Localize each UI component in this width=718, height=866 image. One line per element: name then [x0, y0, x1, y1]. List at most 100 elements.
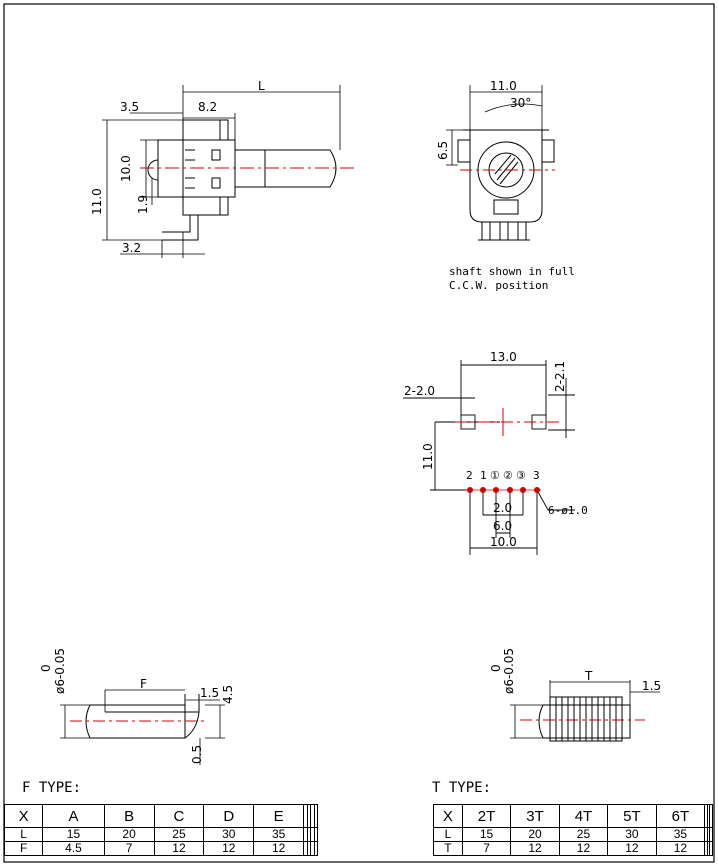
- pin-label: ③: [516, 469, 526, 482]
- table-cell: A: [42, 804, 105, 828]
- table-cell: 30: [607, 827, 657, 842]
- table-cell: [309, 841, 315, 856]
- dim-2-2-0: 2-2.0: [404, 384, 435, 398]
- table-cell: 12: [655, 841, 706, 856]
- table-row: X 2T 3T 4T 5T 6T: [433, 804, 713, 828]
- table-cell: [313, 804, 318, 828]
- table-cell: 2T: [461, 804, 512, 828]
- front-view: [457, 129, 555, 241]
- table-cell: B: [103, 804, 155, 828]
- f-type-shaft: [85, 694, 200, 739]
- table-cell: [709, 841, 713, 856]
- f-dim-4-5: 4.5: [221, 685, 235, 704]
- dim-3-2: 3.2: [122, 241, 141, 255]
- table-cell: 7: [461, 841, 512, 856]
- pin-label: ②: [503, 469, 513, 482]
- f-dimensions: [60, 689, 225, 765]
- table-cell: 25: [558, 827, 609, 842]
- dim-13-0: 13.0: [490, 350, 517, 364]
- table-cell: 12: [203, 841, 255, 856]
- t-dim-shaft: ø6-0.05: [502, 648, 516, 694]
- table-cell: 6T: [655, 804, 706, 828]
- table-row: L 15 20 25 30 35: [3, 827, 318, 842]
- side-dimensions: [102, 85, 341, 258]
- table-cell: F: [3, 841, 44, 856]
- dim-11-0-top: 11.0: [490, 79, 517, 93]
- t-dim-1-5: 1.5: [642, 679, 661, 693]
- table-cell: L: [3, 827, 44, 842]
- t-dimensions: [510, 680, 660, 739]
- dim-11-0-left: 11.0: [90, 188, 104, 215]
- dim-L: L: [258, 79, 265, 93]
- f-type-title: F TYPE:: [22, 780, 81, 796]
- dim-11-0-pcb: 11.0: [421, 443, 435, 470]
- note-line-1: shaft shown in full: [449, 265, 575, 278]
- table-cell: [313, 827, 318, 842]
- table-cell: L: [433, 827, 463, 842]
- side-view: [147, 119, 337, 241]
- table-row: F 4.5 7 12 12 12: [3, 841, 318, 856]
- table-cell: D: [203, 804, 255, 828]
- dim-8-2: 8.2: [198, 100, 217, 114]
- front-dimensions: [446, 85, 543, 166]
- table-cell: 3T: [510, 804, 560, 828]
- table-cell: 20: [103, 827, 155, 842]
- dim-10-0-pcb: 10.0: [490, 535, 517, 549]
- f-type-table: X A B C D E L 15 20 25 30 35 F 4.5 7 12 …: [3, 804, 318, 856]
- dim-6-0: 6.0: [493, 519, 512, 533]
- dim-angle: 30°: [510, 96, 531, 110]
- table-row: X A B C D E: [3, 804, 318, 828]
- pin-label: 1: [480, 469, 487, 482]
- t-dim-zero: 0: [489, 664, 503, 672]
- dim-hole: 6-ø1.0: [548, 504, 588, 517]
- pad-hole: [493, 487, 499, 493]
- dim-2-0: 2.0: [493, 501, 512, 515]
- pad-hole: [534, 487, 540, 493]
- table-cell: 15: [42, 827, 105, 842]
- t-type-shaft: [538, 696, 631, 742]
- table-cell: 12: [253, 841, 305, 856]
- table-cell: 35: [655, 827, 706, 842]
- t-type-title: T TYPE:: [432, 780, 491, 796]
- table-cell: 35: [253, 827, 305, 842]
- pad-hole: [520, 487, 526, 493]
- drawing-frame: [3, 3, 715, 863]
- pin-label: 2: [466, 469, 473, 482]
- note-line-2: C.C.W. position: [449, 279, 548, 292]
- table-cell: [709, 804, 713, 828]
- pad-row: [467, 487, 540, 493]
- pad-hole: [507, 487, 513, 493]
- pin-label: 3: [533, 469, 540, 482]
- dim-6-5: 6.5: [436, 141, 450, 160]
- table-row: L 15 20 25 30 35: [433, 827, 713, 842]
- pin-label: ①: [490, 469, 500, 482]
- table-cell: E: [253, 804, 305, 828]
- table-cell: 4.5: [42, 841, 105, 856]
- table-cell: [313, 841, 318, 856]
- dim-3-5: 3.5: [120, 100, 139, 114]
- table-cell: 5T: [607, 804, 657, 828]
- table-row: T 7 12 12 12 12: [433, 841, 713, 856]
- table-cell: 15: [461, 827, 512, 842]
- table-cell: 30: [203, 827, 255, 842]
- table-cell: [709, 827, 713, 842]
- t-dim-T: T: [584, 669, 593, 683]
- t-type-table: X 2T 3T 4T 5T 6T L 15 20 25 30 35 T 7 12…: [433, 804, 713, 856]
- f-dim-zero: 0: [39, 664, 53, 672]
- dim-2-2-1: 2-2.1: [553, 361, 567, 392]
- dim-1-9: 1.9: [136, 195, 150, 214]
- f-dim-0-5: 0.5: [190, 745, 204, 764]
- table-cell: X: [3, 804, 44, 828]
- pad-hole: [467, 487, 473, 493]
- table-cell: 12: [558, 841, 609, 856]
- table-cell: 12: [153, 841, 205, 856]
- dim-10-0: 10.0: [119, 155, 133, 182]
- table-cell: 12: [607, 841, 657, 856]
- pcb-layout: [403, 360, 575, 555]
- f-dim-shaft: ø6-0.05: [53, 648, 67, 694]
- table-cell: 25: [153, 827, 205, 842]
- table-cell: C: [153, 804, 205, 828]
- table-cell: 7: [103, 841, 155, 856]
- f-dim-1-5: 1.5: [200, 686, 219, 700]
